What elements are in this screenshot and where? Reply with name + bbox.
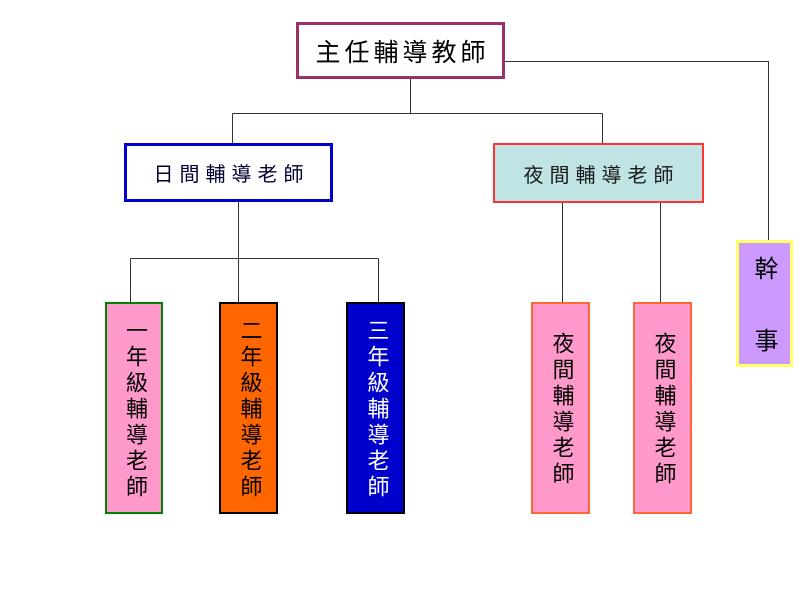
connector-head-to-secretary [505, 61, 769, 240]
node-night-counselor-2: 夜間輔導老師 [633, 302, 692, 514]
node-night-counselor-1-label: 夜間輔導老師 [548, 332, 574, 488]
node-grade3-counselor: 三年級輔導老師 [346, 302, 405, 514]
node-night-counselor-label: 夜間輔導老師 [523, 162, 680, 187]
connector-lines [130, 61, 769, 302]
node-day-counselor-label: 日間輔導老師 [153, 162, 310, 186]
node-night-counselor: 夜間輔導老師 [493, 143, 704, 203]
node-head-counselor-label: 主任輔導教師 [315, 37, 490, 67]
node-head-counselor: 主任輔導教師 [296, 22, 505, 79]
node-grade2-counselor-label: 二年級輔導老師 [236, 319, 262, 501]
node-grade3-counselor-label: 三年級輔導老師 [363, 319, 389, 501]
node-secretary: 幹事 [736, 240, 793, 400]
node-night-counselor-1: 夜間輔導老師 [531, 302, 590, 514]
node-secretary-label: 幹事 [750, 255, 778, 400]
node-grade2-counselor: 二年級輔導老師 [219, 302, 278, 514]
node-grade1-counselor-label: 一年級輔導老師 [122, 319, 147, 501]
node-night-counselor-2-label: 夜間輔導老師 [650, 332, 676, 488]
node-day-counselor: 日間輔導老師 [124, 143, 333, 202]
node-grade1-counselor: 一年級輔導老師 [105, 302, 163, 514]
